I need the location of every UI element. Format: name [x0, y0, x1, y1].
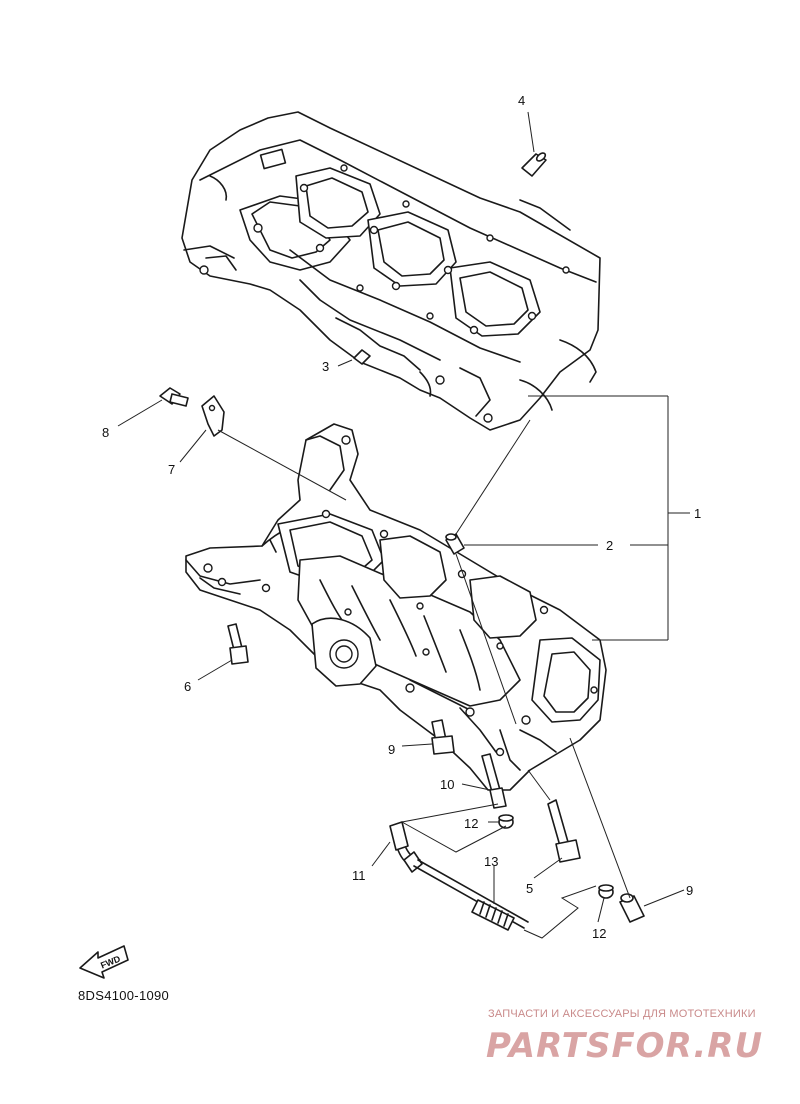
upper-crankcase [181, 111, 601, 431]
dowel-pin-part-3 [353, 349, 371, 365]
bolt-part-5 [547, 799, 581, 863]
fwd-arrow-icon: FWD [79, 945, 129, 979]
long-bolt-part-13 [413, 859, 529, 931]
washer-part-12-lower [598, 884, 614, 899]
callout-9-lower: 9 [686, 883, 693, 898]
callout-labels: 1 2 3 4 5 6 7 8 9 9 10 11 12 12 13 [102, 93, 701, 941]
callout-7: 7 [168, 462, 175, 477]
bracket-part-7 [201, 395, 225, 437]
callout-13: 13 [484, 854, 498, 869]
fitting-part-9-upper [431, 719, 455, 755]
watermark-text: ЗАПЧАСТИ И АКСЕССУАРЫ ДЛЯ МОТОТЕХНИКИ [488, 1008, 756, 1020]
callout-11: 11 [352, 868, 366, 883]
callout-6: 6 [184, 679, 191, 694]
callout-3: 3 [322, 359, 329, 374]
lower-crankcase [185, 423, 607, 791]
callout-12-lower: 12 [592, 926, 606, 941]
callout-5: 5 [526, 881, 533, 896]
dowel-pin-part-4 [521, 152, 547, 177]
fitting-part-9-lower [619, 893, 645, 923]
diagram-code: 8DS4100-1090 [78, 988, 170, 1003]
hose-part-11 [389, 821, 423, 873]
dowel-part-2 [445, 533, 465, 555]
watermark-logo: PARTSFOR.RU [486, 1026, 764, 1066]
callout-12-upper: 12 [464, 816, 478, 831]
callout-9-upper: 9 [388, 742, 395, 757]
callout-10: 10 [440, 777, 454, 792]
callout-8: 8 [102, 425, 109, 440]
leader-lines [117, 111, 690, 939]
bolt-part-10 [481, 753, 507, 809]
callout-2: 2 [606, 538, 613, 553]
callout-4: 4 [518, 93, 525, 108]
callout-1: 1 [694, 506, 701, 521]
bolt-part-6 [227, 623, 249, 665]
bolt-part-8 [159, 387, 189, 407]
